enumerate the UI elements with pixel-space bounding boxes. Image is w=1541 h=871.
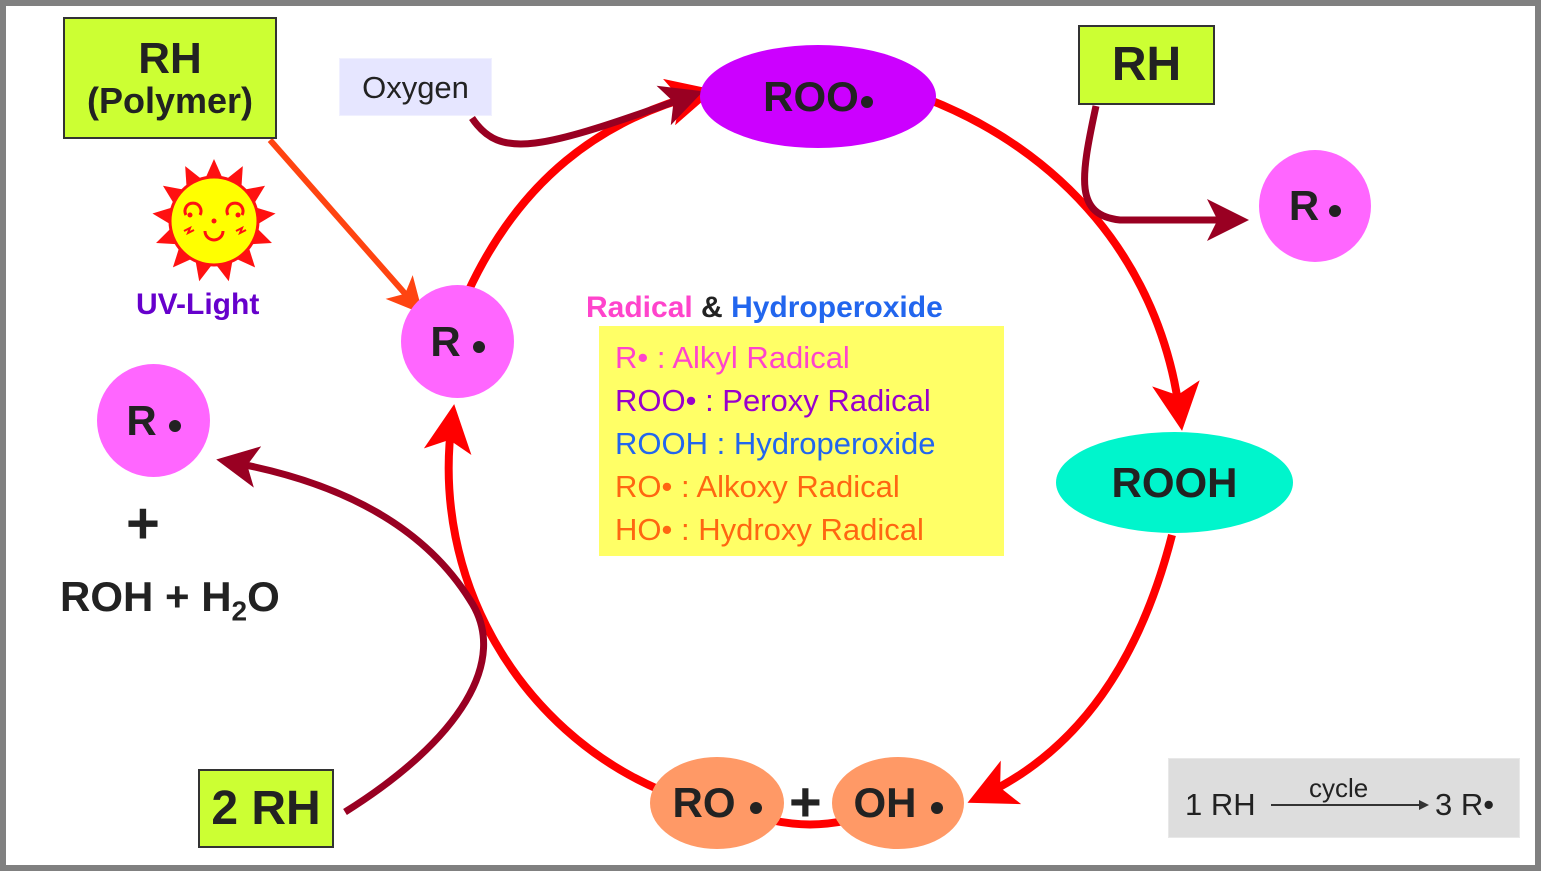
sun-icon xyxy=(152,159,276,282)
hydroxy-radical-label: OH xyxy=(853,779,917,826)
legend-row-hydroperoxide: ROOH : Hydroperoxide xyxy=(615,426,936,461)
two-rh-arrow xyxy=(216,446,488,815)
legend-title: Radical & Hydroperoxide xyxy=(586,291,943,325)
cycle-arrow-roo-to-rooh xyxy=(923,94,1200,431)
alkoxy-radical-node: RO xyxy=(650,757,784,849)
legend-row-hydroxy: HO• : Hydroxy Radical xyxy=(615,512,924,547)
rh-right-arrow xyxy=(1081,105,1249,241)
oxygen-label: Oxygen xyxy=(339,58,492,116)
peroxy-radical-node: ROO xyxy=(700,45,936,148)
peroxy-radical-label: ROO xyxy=(763,72,859,120)
cycle-summary-box: 1 RH cycle 3 R• xyxy=(1168,758,1520,838)
reactant-rh-right-label: RH xyxy=(1111,38,1182,91)
cycle-summary-left: 1 RH xyxy=(1185,787,1256,822)
o-text: O xyxy=(247,573,280,620)
legend-box: R• : Alkyl Radical ROO• : Peroxy Radical… xyxy=(599,326,1004,556)
cycle-arrow-ro-to-r xyxy=(423,404,662,794)
radical-dot-icon xyxy=(930,802,943,814)
legend-title-amp: & xyxy=(692,291,732,324)
uv-light-label: UV-Light xyxy=(136,288,260,321)
reactant-two-rh-label: 2 RH xyxy=(211,782,321,835)
legend-title-radical: Radical xyxy=(586,291,693,324)
alkyl-radical-cycle-label: R xyxy=(430,317,461,365)
legend-row-alkoxy: RO• : Alkoxy Radical xyxy=(615,469,900,504)
left-plus-sign: + xyxy=(126,491,160,556)
plus-sign: + xyxy=(789,770,822,833)
legend-row-alkyl: R• : Alkyl Radical xyxy=(615,340,850,375)
hydroxy-radical-node: OH xyxy=(832,757,964,849)
alkyl-radical-left-node: R xyxy=(97,364,210,477)
hydroperoxide-node: ROOH xyxy=(1056,432,1293,533)
reactant-polymer-label: RH xyxy=(138,34,202,83)
cycle-arrow-rooh-to-oh xyxy=(967,534,1176,805)
radical-dot-icon xyxy=(860,95,873,108)
roh-h2o-label: ROH + H2O xyxy=(60,573,280,627)
oxygen-arrow xyxy=(469,85,704,148)
reactant-polymer-sublabel: (Polymer) xyxy=(86,80,254,121)
cycle-summary-arrow-label: cycle xyxy=(1309,773,1369,803)
uv-arrow xyxy=(267,138,423,315)
alkyl-radical-cycle-node: R xyxy=(401,285,514,398)
cycle-summary-arrow-icon xyxy=(1271,800,1429,810)
reactant-two-rh-box: 2 RH xyxy=(198,769,334,848)
legend-title-hydroperoxide: Hydroperoxide xyxy=(731,291,943,324)
alkyl-radical-right-node: R xyxy=(1259,150,1371,262)
radical-dot-icon xyxy=(749,802,762,814)
legend-row-peroxy: ROO• : Peroxy Radical xyxy=(615,383,931,418)
roh-h-text: ROH + H xyxy=(60,573,232,620)
radical-dot-icon xyxy=(1329,205,1342,217)
alkyl-radical-right-label: R xyxy=(1288,182,1320,229)
alkyl-radical-left-label: R xyxy=(126,396,157,444)
cycle-arrow-r-to-roo xyxy=(464,78,716,294)
reactant-rh-right-box: RH xyxy=(1078,25,1215,105)
cycle-summary-right: 3 R• xyxy=(1435,787,1495,822)
h2o-subscript: 2 xyxy=(231,595,248,627)
hydroperoxide-label: ROOH xyxy=(1111,458,1238,506)
reactant-polymer-box: RH (Polymer) xyxy=(63,17,277,139)
radical-dot-icon xyxy=(168,419,181,432)
radical-dot-icon xyxy=(472,340,485,353)
alkoxy-radical-label: RO xyxy=(672,779,736,826)
